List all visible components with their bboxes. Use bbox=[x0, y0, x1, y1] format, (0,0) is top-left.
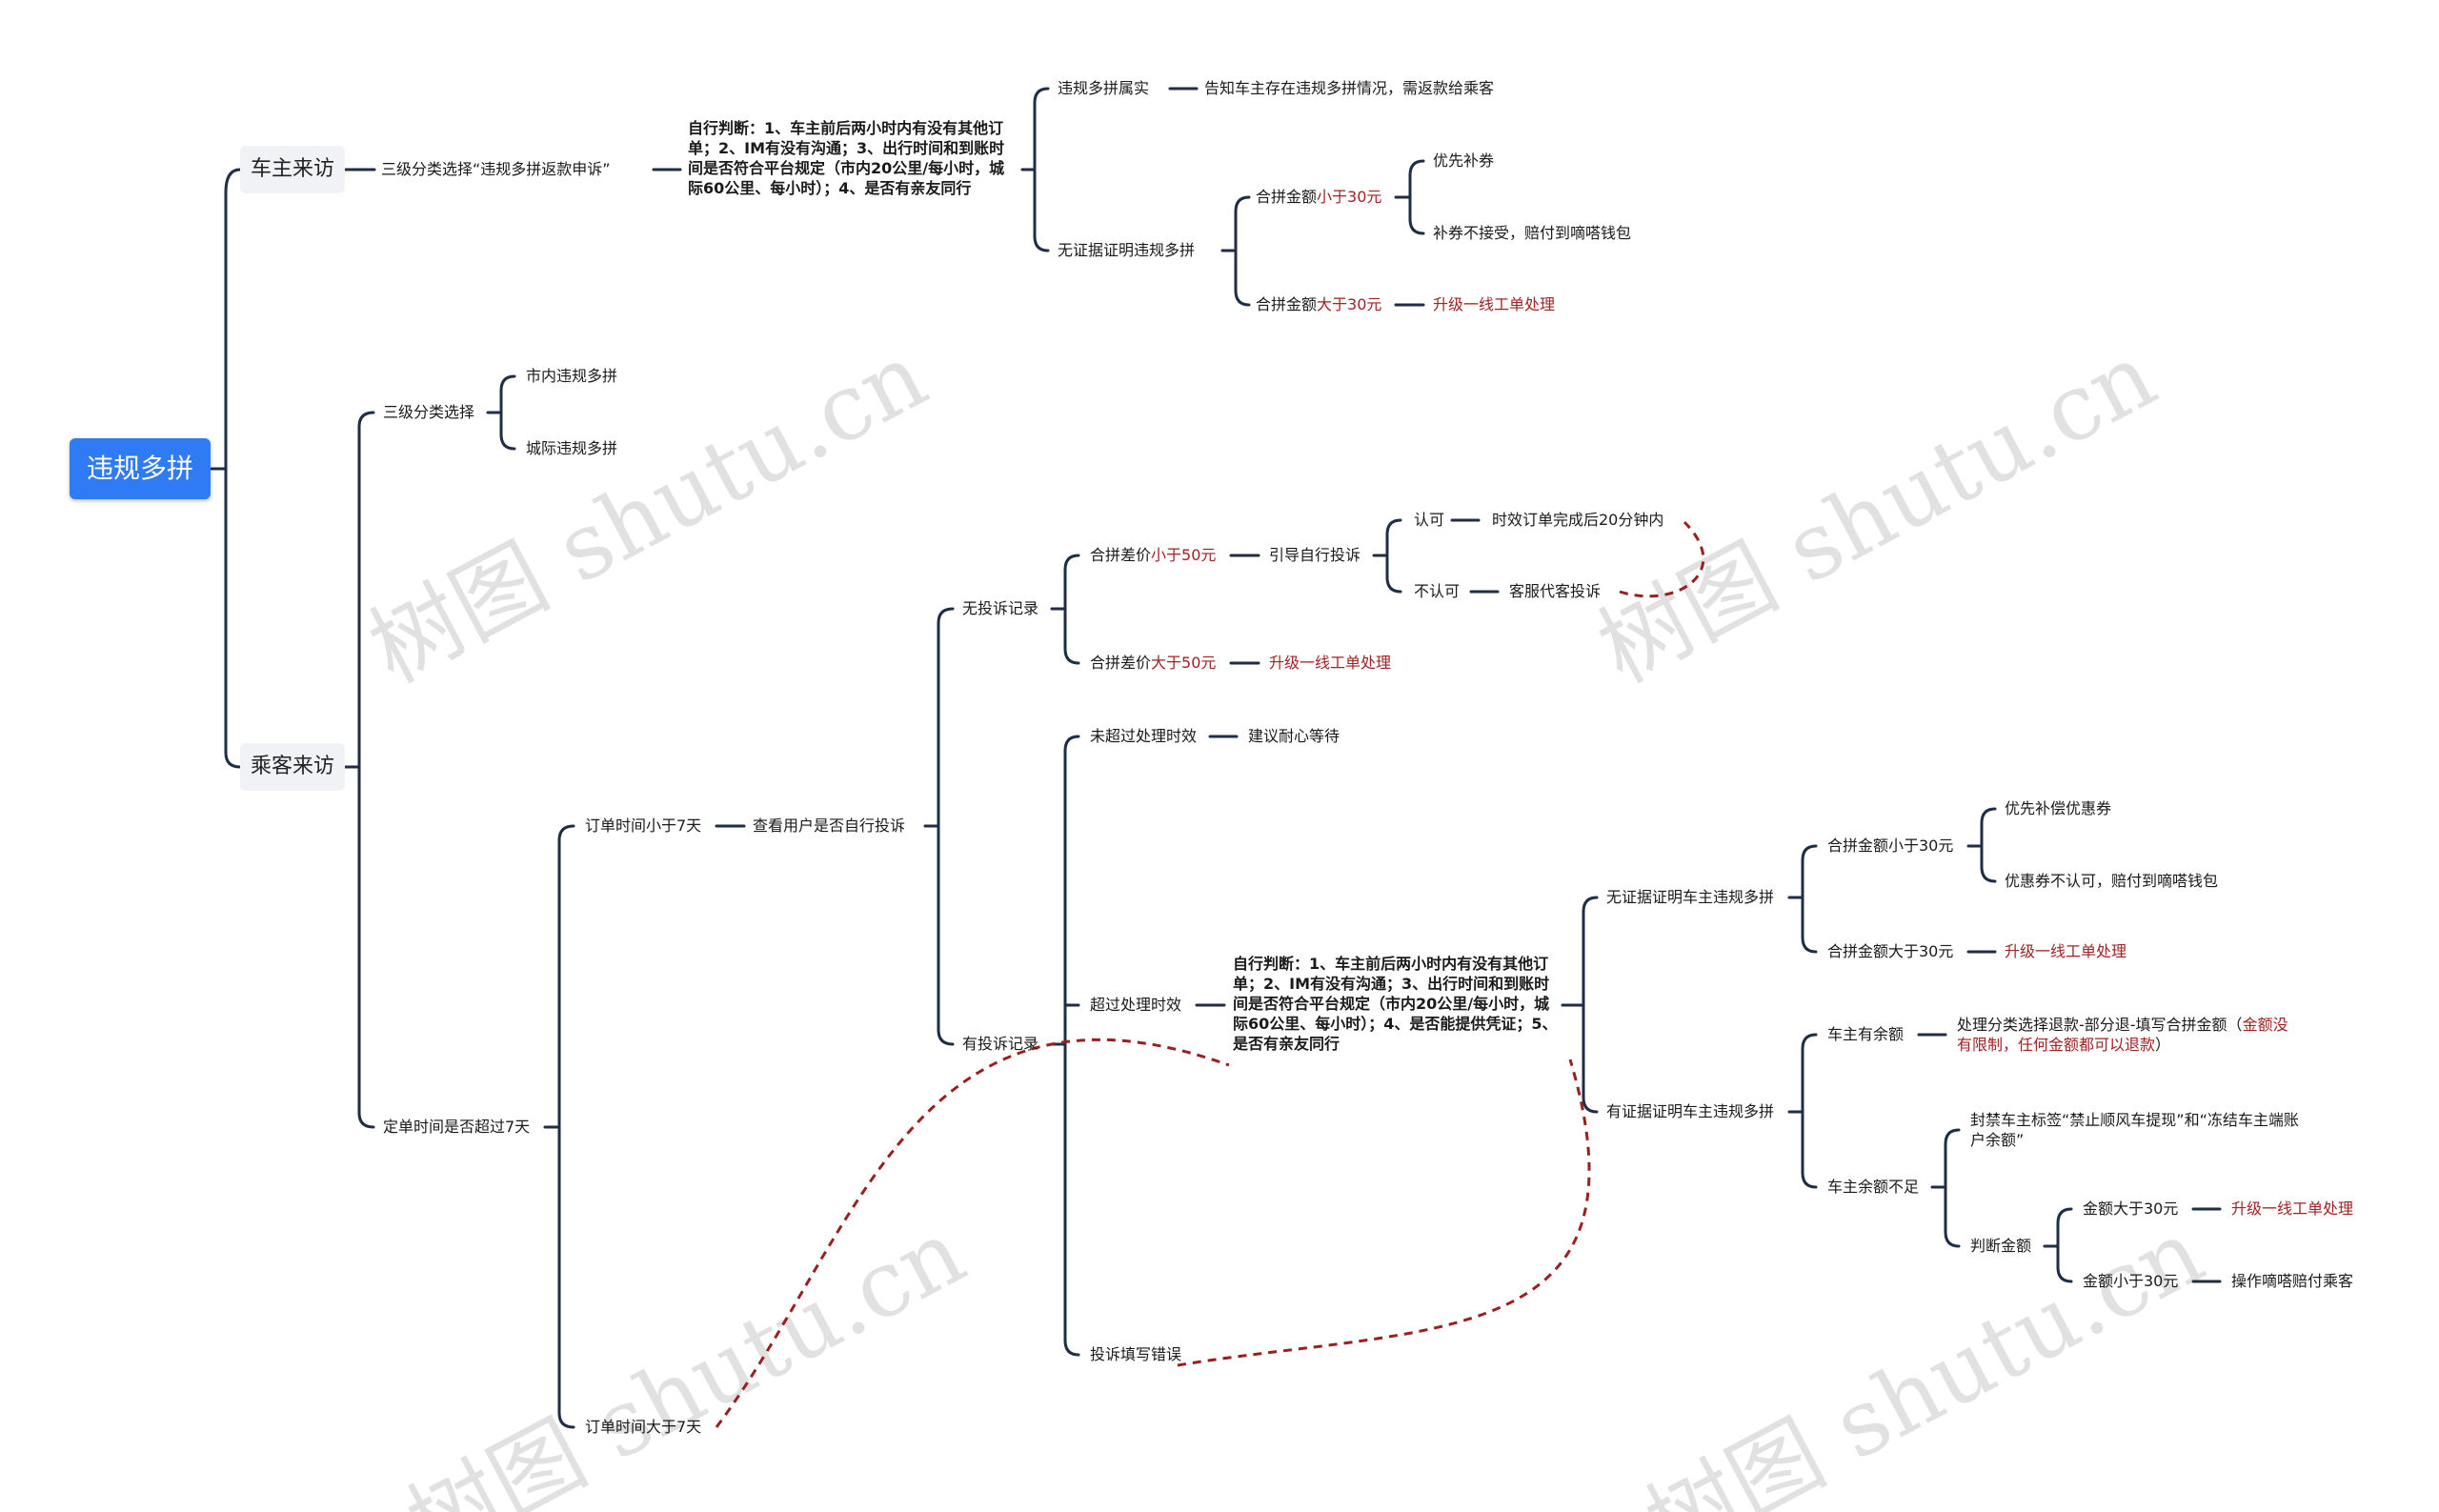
insufficient-balance-node[interactable]: 车主余额不足 bbox=[1827, 1178, 1920, 1196]
disapprove-node[interactable]: 不认可 bbox=[1414, 582, 1461, 600]
refund-node[interactable]: 处理分类选择退款-部分退-填写合拼金额（金额没有限制，任何金额都可以退款） bbox=[1957, 1016, 2288, 1054]
diff-gt50-node[interactable]: 合拼差价大于50元 bbox=[1090, 654, 1217, 672]
amount-lt30-node[interactable]: 合拼金额小于30元 bbox=[1827, 837, 1954, 855]
gt7days-node[interactable]: 订单时间大于7天 bbox=[585, 1418, 702, 1436]
ban-node[interactable]: 封禁车主标签“禁止顺风车提现”和“冻结车主端账户余额” bbox=[1970, 1111, 2299, 1149]
compensate-first-node[interactable]: 优先补偿优惠券 bbox=[2005, 799, 2112, 817]
not-expired-node[interactable]: 未超过处理时效 bbox=[1090, 727, 1198, 745]
check-complaint-node[interactable]: 查看用户是否自行投诉 bbox=[753, 816, 906, 835]
upgrade-node[interactable]: 升级一线工单处理 bbox=[1269, 654, 1392, 672]
lt7days-node[interactable]: 订单时间小于7天 bbox=[585, 816, 702, 835]
dashed-arrow-error-to-judge bbox=[1177, 1058, 1591, 1367]
city-cross-node[interactable]: 城际违规多拼 bbox=[526, 439, 618, 457]
no-evidence-node[interactable]: 无证据证明车主违规多拼 bbox=[1606, 888, 1775, 906]
over7days-node[interactable]: 定单时间是否超过7天 bbox=[383, 1118, 531, 1136]
passenger-category-node[interactable]: 三级分类选择 bbox=[383, 403, 475, 421]
agent-complaint-node[interactable]: 客服代客投诉 bbox=[1509, 582, 1602, 600]
owner-upgrade-node[interactable]: 升级一线工单处理 bbox=[1433, 295, 1556, 313]
operate-compensate-node[interactable]: 操作嘀嗒赔付乘客 bbox=[2231, 1272, 2354, 1290]
guide-complaint-node[interactable]: 引导自行投诉 bbox=[1269, 546, 1361, 564]
has-complaint-node[interactable]: 有投诉记录 bbox=[962, 1035, 1039, 1053]
owner-noevidence-node[interactable]: 无证据证明违规多拼 bbox=[1058, 241, 1196, 259]
owner-visit-node[interactable]: 车主来访 bbox=[240, 146, 345, 193]
owner-fact-result-node[interactable]: 告知车主存在违规多拼情况，需返款给乘客 bbox=[1204, 79, 1495, 97]
dashed-arrow-gt7-to-judge bbox=[715, 1038, 1230, 1428]
owner-coupon-reject-node[interactable]: 补券不接受，赔付到嘀嗒钱包 bbox=[1433, 224, 1632, 242]
passenger-visit-node[interactable]: 乘客来访 bbox=[240, 743, 345, 791]
within20-node[interactable]: 时效订单完成后20分钟内 bbox=[1492, 511, 1664, 529]
upgrade3-node[interactable]: 升级一线工单处理 bbox=[2231, 1200, 2354, 1218]
complaint-error-node[interactable]: 投诉填写错误 bbox=[1090, 1345, 1182, 1363]
judge-amount-node[interactable]: 判断金额 bbox=[1970, 1237, 2032, 1255]
expired-node[interactable]: 超过处理时效 bbox=[1090, 996, 1182, 1014]
approve-node[interactable]: 认可 bbox=[1414, 511, 1445, 529]
amount-gt30-node[interactable]: 合拼金额大于30元 bbox=[1827, 942, 1954, 960]
owner-amount-gt30-node[interactable]: 合拼金额大于30元 bbox=[1256, 295, 1382, 313]
owner-category-node[interactable]: 三级分类选择“违规多拼返款申诉” bbox=[381, 160, 611, 178]
city-in-node[interactable]: 市内违规多拼 bbox=[526, 367, 618, 385]
passenger-judge-node[interactable]: 自行判断：1、车主前后两小时内有没有其他订单；2、IM有没有沟通；3、出行时间和… bbox=[1233, 955, 1558, 1053]
diff-lt50-node[interactable]: 合拼差价小于50元 bbox=[1090, 546, 1217, 564]
amount-lt30-b-node[interactable]: 金额小于30元 bbox=[2083, 1272, 2179, 1290]
owner-coupon-first-node[interactable]: 优先补券 bbox=[1433, 151, 1495, 170]
upgrade2-node[interactable]: 升级一线工单处理 bbox=[2005, 942, 2127, 960]
root-node[interactable]: 违规多拼 bbox=[70, 438, 211, 499]
has-balance-node[interactable]: 车主有余额 bbox=[1827, 1025, 1905, 1043]
owner-fact-node[interactable]: 违规多拼属实 bbox=[1058, 79, 1150, 97]
has-evidence-node[interactable]: 有证据证明车主违规多拼 bbox=[1606, 1102, 1775, 1120]
owner-amount-lt30-node[interactable]: 合拼金额小于30元 bbox=[1256, 188, 1382, 206]
no-complaint-node[interactable]: 无投诉记录 bbox=[962, 599, 1039, 617]
compensate-reject-node[interactable]: 优惠券不认可，赔付到嘀嗒钱包 bbox=[2005, 872, 2219, 890]
owner-judge-node[interactable]: 自行判断：1、车主前后两小时内有没有其他订单；2、IM有没有沟通；3、出行时间和… bbox=[688, 119, 1005, 197]
amount-gt30-b-node[interactable]: 金额大于30元 bbox=[2083, 1200, 2179, 1218]
wait-node[interactable]: 建议耐心等待 bbox=[1248, 727, 1340, 745]
dashed-arrow-agent-to-within20 bbox=[1619, 520, 1705, 598]
